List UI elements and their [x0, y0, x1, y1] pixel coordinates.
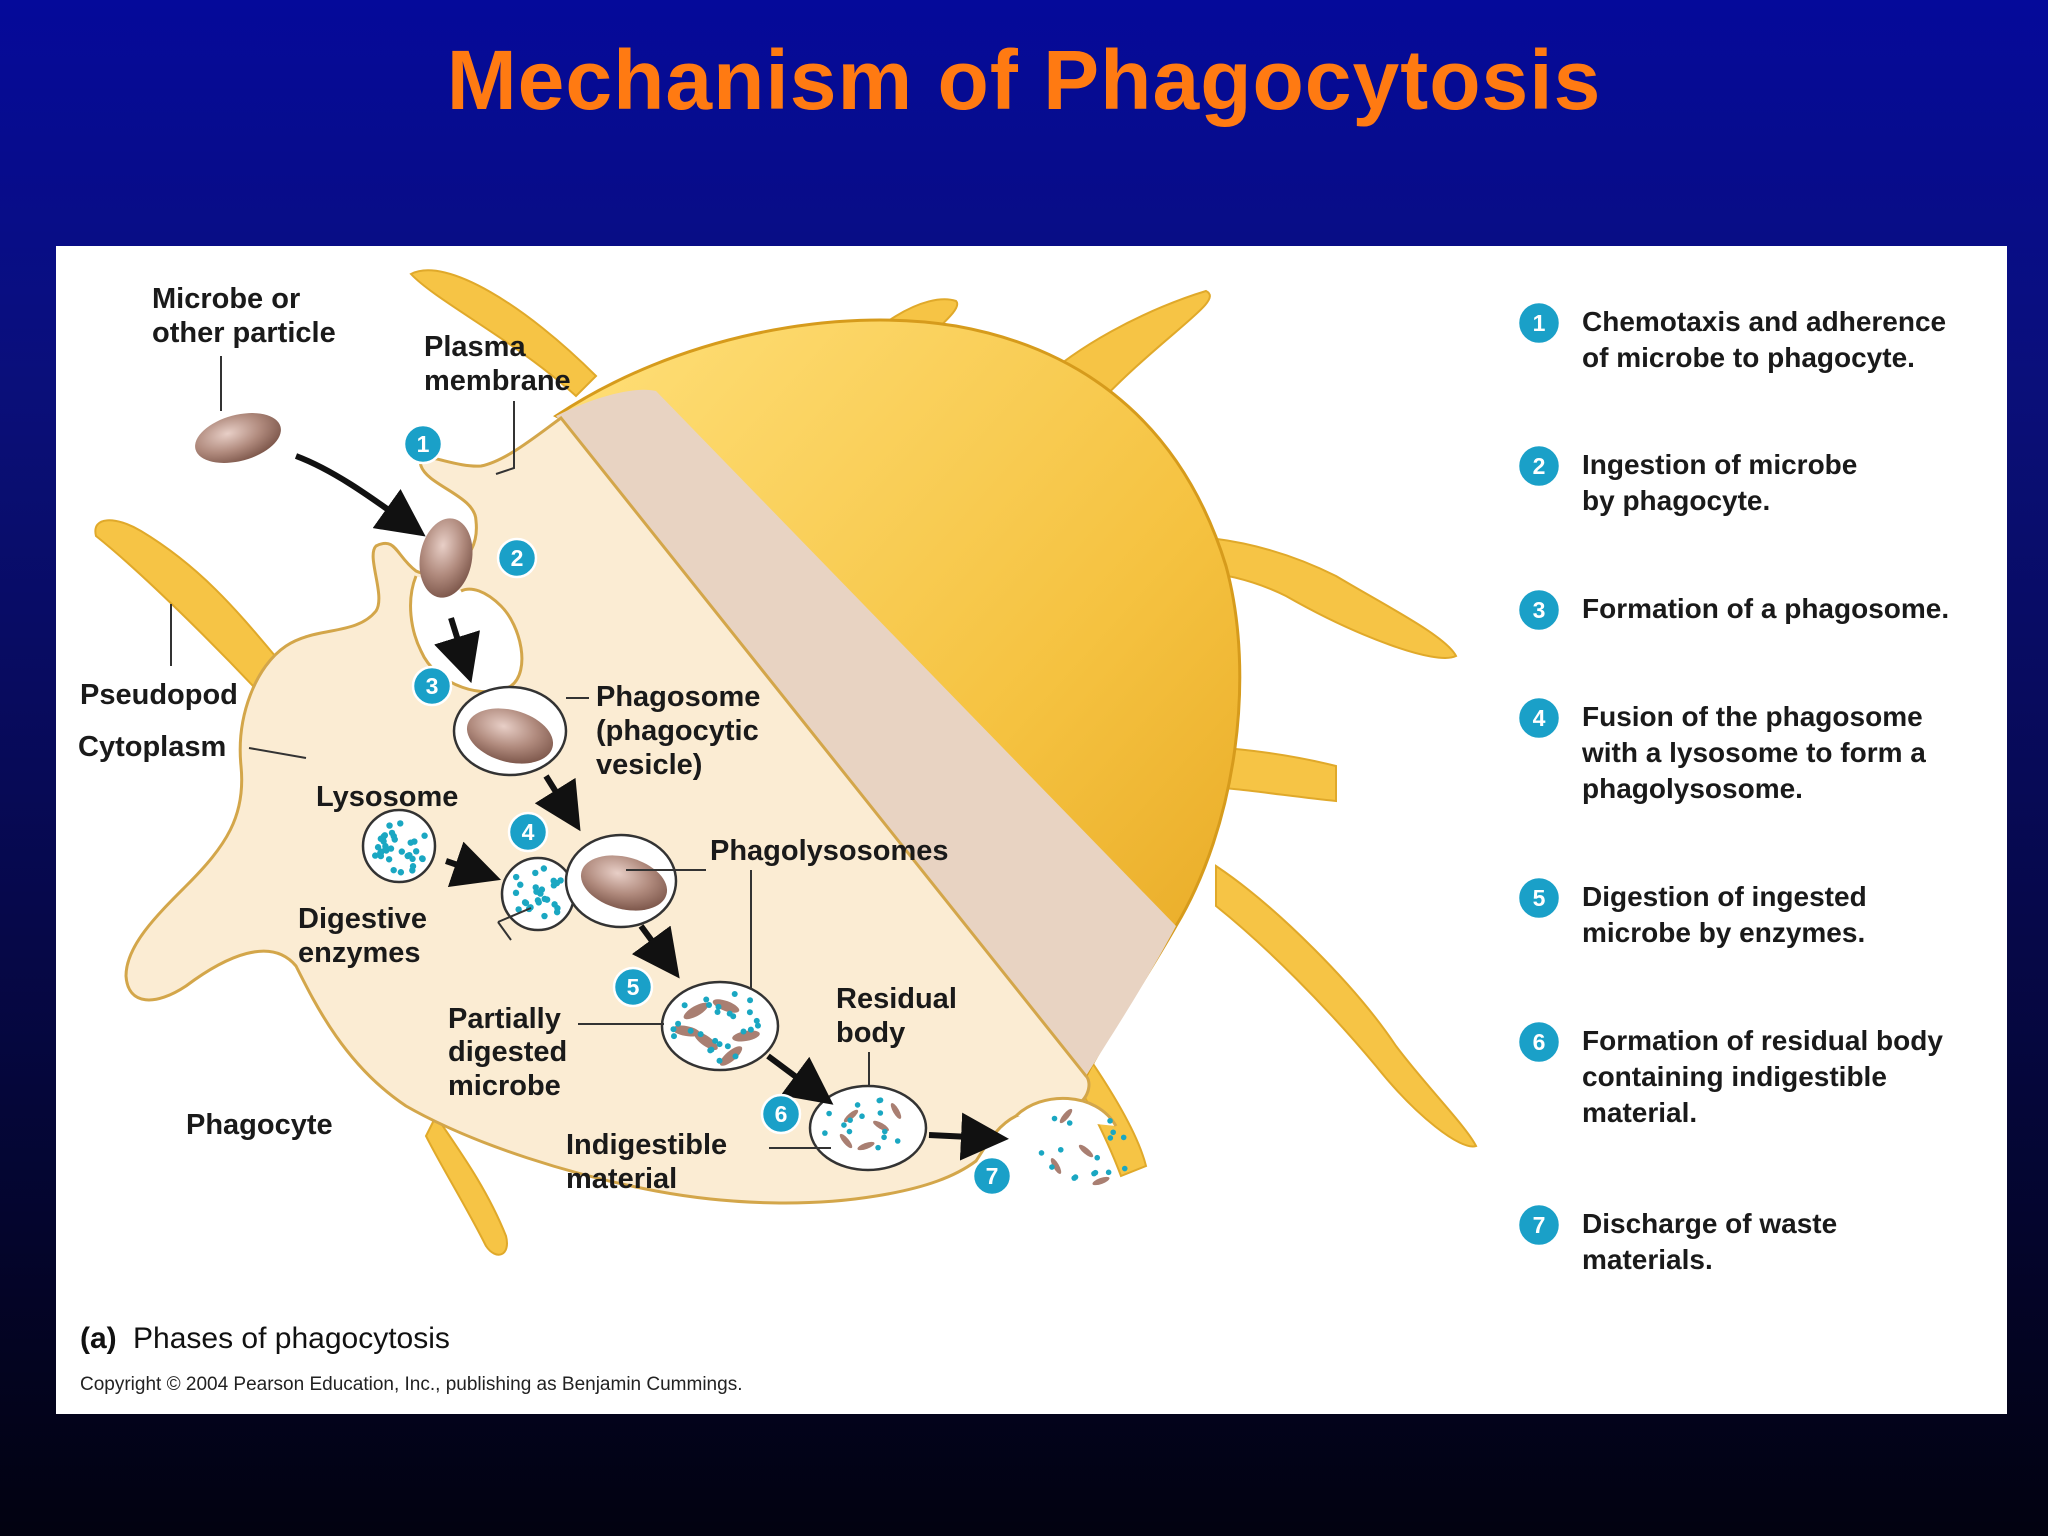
phagocytosis-diagram: Microbe or other particle Plasma membran… [78, 269, 1949, 1395]
svg-text:3: 3 [426, 673, 439, 699]
diagram-badge-4: 4 [507, 811, 549, 853]
caption-text: Phases of phagocytosis [133, 1322, 450, 1355]
svg-text:3: 3 [1533, 597, 1546, 623]
step-badge-3: 3 [1516, 587, 1562, 633]
svg-text:7: 7 [986, 1163, 999, 1189]
label-phagolysosomes: Phagolysosomes [710, 835, 949, 867]
lysosome-enzyme-dots [372, 820, 428, 876]
step-6-line-3: material. [1582, 1097, 1697, 1128]
label-partially-2: digested [448, 1036, 567, 1068]
step-1-line-2: of microbe to phagocyte. [1582, 342, 1915, 373]
step-badge-7: 7 [1516, 1202, 1562, 1248]
step-6-line-1: Formation of residual body [1582, 1025, 1943, 1056]
step-4-line-1: Fusion of the phagosome [1582, 701, 1923, 732]
label-phagosome-2: (phagocytic [596, 715, 759, 747]
cut-face-shadow [556, 389, 1176, 1076]
step-item-4: 4 Fusion of the phagosome with a lysosome … [1516, 695, 1926, 804]
step-item-1: 1 Chemotaxis and adherence of microbe to p… [1516, 300, 1946, 373]
residual-body [808, 1084, 928, 1172]
step-badge-1: 1 [1516, 300, 1562, 346]
label-residual-1: Residual [836, 983, 957, 1015]
step-5-line-2: microbe by enzymes. [1582, 917, 1865, 948]
svg-text:2: 2 [1533, 453, 1546, 479]
label-lysosome: Lysosome [316, 781, 458, 813]
diagram-badge-6: 6 [760, 1093, 802, 1135]
step-3-line-1: Formation of a phagosome. [1582, 593, 1949, 624]
step-item-3: 3 Formation of a phagosome. [1516, 587, 1949, 633]
step-badge-2: 2 [1516, 443, 1562, 489]
label-phagosome-1: Phagosome [596, 681, 760, 713]
label-partially-1: Partially [448, 1003, 561, 1035]
step-badge-5: 5 [1516, 875, 1562, 921]
label-microbe-1: Microbe or [152, 283, 300, 315]
step-badge-4: 4 [1516, 695, 1562, 741]
diagram-badge-1: 1 [402, 423, 444, 465]
label-indigestible-1: Indigestible [566, 1129, 727, 1161]
svg-text:6: 6 [775, 1101, 788, 1127]
diagram-badge-3: 3 [411, 665, 453, 707]
caption-prefix: (a) [80, 1322, 117, 1355]
svg-text:1: 1 [417, 431, 430, 457]
label-phagocyte: Phagocyte [186, 1109, 333, 1141]
step-4-line-3: phagolysosome. [1582, 773, 1803, 804]
slide-title: Mechanism of Phagocytosis [446, 33, 1602, 127]
step-item-6: 6 Formation of residual body containing in… [1516, 1019, 1943, 1128]
microbe-ingested [419, 518, 473, 598]
figure-panel: Microbe or other particle Plasma membran… [56, 246, 2007, 1414]
diagram-badge-7: 7 [971, 1155, 1013, 1197]
step-2-line-1: Ingestion of microbe [1582, 449, 1857, 480]
diagram-badge-5: 5 [612, 966, 654, 1008]
label-digestive-2: enzymes [298, 937, 421, 969]
diagram-badge-2: 2 [496, 537, 538, 579]
step-badge-6: 6 [1516, 1019, 1562, 1065]
svg-text:4: 4 [522, 819, 535, 845]
svg-text:2: 2 [511, 545, 524, 571]
step-item-7: 7 Discharge of waste materials. [1516, 1202, 1837, 1275]
leader-lines [170, 356, 870, 1149]
diagram-step-badges: 1 2 3 4 5 6 7 [402, 423, 1013, 1197]
svg-text:1: 1 [1533, 310, 1546, 336]
label-cytoplasm: Cytoplasm [78, 731, 226, 763]
lysosome [361, 808, 437, 884]
discharged-waste [1038, 1108, 1128, 1186]
svg-text:4: 4 [1533, 705, 1546, 731]
label-phagosome-3: vesicle) [596, 749, 702, 781]
step-5-line-1: Digestion of ingested [1582, 881, 1867, 912]
step-item-2: 2 Ingestion of microbe by phagocyte. [1516, 443, 1857, 516]
figure-caption: (a) Phases of phagocytosis [80, 1322, 450, 1355]
svg-text:5: 5 [627, 974, 640, 1000]
label-pseudopod: Pseudopod [80, 679, 238, 711]
microbe-free [195, 413, 281, 463]
label-partially-3: microbe [448, 1070, 561, 1102]
svg-text:7: 7 [1533, 1212, 1546, 1238]
svg-text:6: 6 [1533, 1029, 1546, 1055]
process-arrows [294, 453, 1009, 1161]
copyright-notice: Copyright © 2004 Pearson Education, Inc.… [80, 1374, 742, 1395]
svg-text:5: 5 [1533, 885, 1546, 911]
step-7-line-1: Discharge of waste [1582, 1208, 1837, 1239]
step-2-line-2: by phagocyte. [1582, 485, 1770, 516]
step-list: 1 Chemotaxis and adherence of microbe to p… [1516, 300, 1949, 1275]
step-item-5: 5 Digestion of ingested microbe by enzymes… [1516, 875, 1867, 948]
digestion-enzyme-dots [670, 991, 761, 1064]
phagosome-microbe [466, 708, 554, 764]
label-plasma-1: Plasma [424, 331, 526, 363]
diagram-labels: Microbe or other particle Plasma membran… [78, 283, 957, 1195]
label-indigestible-2: material [566, 1163, 677, 1195]
step-7-line-2: materials. [1582, 1244, 1713, 1275]
step-6-line-2: containing indigestible [1582, 1061, 1887, 1092]
label-residual-2: body [836, 1017, 905, 1049]
label-microbe-2: other particle [152, 317, 336, 349]
label-plasma-2: membrane [424, 365, 571, 397]
step-1-line-1: Chemotaxis and adherence [1582, 306, 1946, 337]
residual-contents [822, 1097, 902, 1151]
step-4-line-2: with a lysosome to form a [1581, 737, 1926, 768]
digestion-vesicle [660, 980, 780, 1072]
label-digestive-1: Digestive [298, 903, 427, 935]
